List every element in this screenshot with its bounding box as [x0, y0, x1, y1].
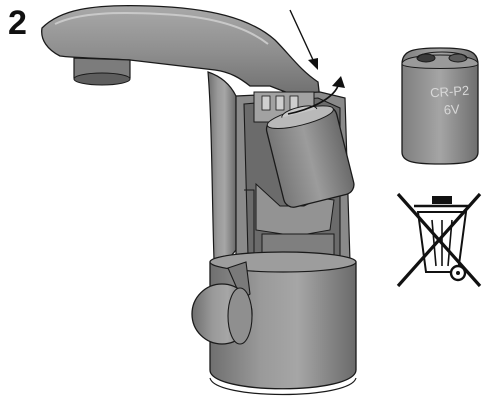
- faucet-lever-cap: [227, 287, 253, 345]
- faucet-spout: [41, 5, 321, 101]
- battery-label-voltage: 6V: [443, 101, 460, 117]
- faucet-outlet-rim: [73, 72, 131, 86]
- battery-icon: CR-P2 6V: [401, 47, 479, 165]
- compartment-inner-edge: [244, 189, 255, 258]
- battery-label-type: CR-P2: [430, 83, 470, 101]
- faucet-battery: [265, 105, 355, 208]
- faucet-base-bottom: [209, 377, 357, 396]
- arrow-down-icon: [289, 9, 318, 70]
- step-number: 2: [8, 4, 27, 42]
- faucet-spout-ridge: [54, 12, 269, 45]
- crossed-out-bin-icon: [396, 192, 482, 288]
- compartment-clip-2: [275, 95, 285, 111]
- rotate-arrow-icon: [287, 76, 345, 115]
- faucet-illustration: [41, 5, 357, 396]
- compartment-clip-1: [261, 95, 271, 111]
